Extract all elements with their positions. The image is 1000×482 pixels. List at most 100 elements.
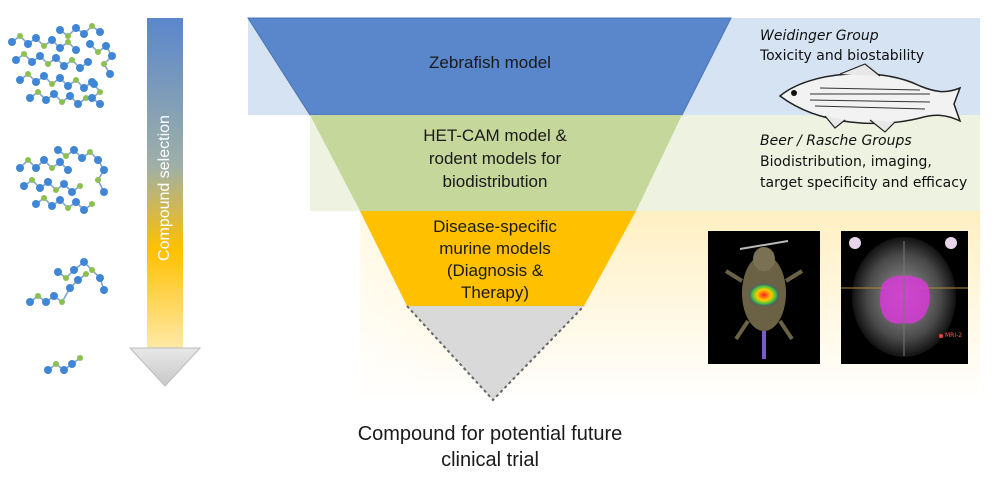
group-description: Biodistribution, imaging, <box>760 154 932 170</box>
molecule-atom <box>35 293 41 299</box>
molecule-atom <box>84 58 92 66</box>
molecule-atom <box>86 40 94 48</box>
molecule-atom <box>60 62 68 70</box>
tier-label-zebrafish: Zebrafish model <box>429 53 551 72</box>
tier-label-murine: Disease-specific murine models (Diagnosi… <box>433 217 557 302</box>
zebrafish-illustration <box>778 63 962 133</box>
molecule-atom <box>80 30 88 38</box>
compound-selection-label: Compound selection <box>156 115 173 261</box>
funnel-tip-outline <box>406 305 585 402</box>
molecule-atom <box>68 360 76 368</box>
molecule-atom <box>24 40 32 48</box>
molecule-atom <box>80 84 88 92</box>
funnel-tip <box>407 306 584 400</box>
molecule-atom <box>36 184 44 192</box>
molecule-atom <box>56 158 64 166</box>
molecule-atom <box>66 284 74 292</box>
molecule-atom <box>100 286 108 294</box>
molecule-atom <box>77 355 83 361</box>
molecule-atom <box>96 100 104 108</box>
molecule-atom <box>49 81 55 87</box>
molecule-atom <box>40 156 48 164</box>
molecule-atom <box>89 201 95 207</box>
molecule-atom <box>48 202 56 210</box>
molecule-atom <box>65 205 71 211</box>
molecule-atom <box>56 44 64 52</box>
molecule-atom <box>60 366 68 374</box>
molecule-atom <box>42 96 50 104</box>
mouse-scan-image <box>708 231 820 364</box>
molecule-atom <box>50 90 58 98</box>
molecule-atom <box>50 292 58 300</box>
mri-scan-image: MRI-2 <box>841 231 968 364</box>
molecule-atom <box>83 95 89 101</box>
molecule-atom <box>70 266 78 274</box>
molecule-atom <box>65 33 71 39</box>
molecule-atom <box>100 188 108 196</box>
group-weidinger: Weidinger Group Toxicity and biostabilit… <box>760 26 924 66</box>
molecule-atom <box>96 28 104 36</box>
molecule-atom <box>78 154 86 162</box>
group-name: Weidinger Group <box>760 28 879 44</box>
molecule-atom <box>44 366 52 374</box>
molecule-atom <box>80 206 88 214</box>
molecule-atom <box>8 38 16 46</box>
molecule-atom <box>70 146 78 154</box>
tier-label-rodent: HET-CAM model & rodent models for biodis… <box>423 126 567 191</box>
molecule-atom <box>89 267 95 273</box>
molecule-atom <box>72 24 80 32</box>
molecule-atom <box>102 42 110 50</box>
molecule-atom <box>53 187 59 193</box>
compound-selection-arrow <box>128 18 202 387</box>
molecule-atom <box>29 177 35 183</box>
molecule-atom <box>20 182 28 190</box>
molecule-atom <box>74 100 82 108</box>
molecule-atom <box>64 82 72 90</box>
molecule-clusters <box>8 23 116 374</box>
molecule-atom <box>95 177 101 183</box>
molecule-atom <box>80 258 88 266</box>
molecule-atom <box>40 72 48 80</box>
mri-annotation: MRI-2 <box>945 332 963 339</box>
molecule-atom <box>100 166 108 174</box>
molecule-atom <box>59 299 65 305</box>
molecule-atom <box>73 77 79 83</box>
group-description: Toxicity and biostability <box>760 48 925 64</box>
molecule-atom <box>66 92 74 100</box>
group-beer-rasche: Beer / Rasche Groups Biodistribution, im… <box>760 131 967 194</box>
molecule-atom <box>16 76 24 84</box>
funnel-tier-rodent <box>310 115 682 211</box>
molecule-atom <box>76 64 84 72</box>
molecule-atom <box>32 164 40 172</box>
molecule-atom <box>106 70 114 78</box>
molecule-atom <box>63 153 69 159</box>
molecule-atom <box>52 54 60 62</box>
molecule-atom <box>94 156 102 164</box>
molecule-atom <box>12 56 20 64</box>
molecule-atom <box>25 157 31 163</box>
molecule-atom <box>49 165 55 171</box>
molecule-atom <box>89 23 95 29</box>
group-description: target specificity and efficacy <box>760 175 968 191</box>
molecule-atom <box>69 57 75 63</box>
molecule-atom <box>44 178 52 186</box>
molecule-atom <box>108 52 116 60</box>
molecule-atom <box>54 268 62 276</box>
molecule-atom <box>42 298 50 306</box>
molecule-atom <box>97 89 103 95</box>
molecule-atom <box>56 26 64 34</box>
molecule-atom <box>60 180 68 188</box>
molecule-atom <box>90 80 98 88</box>
molecule-atom <box>77 183 83 189</box>
molecule-atom <box>32 78 40 86</box>
molecule-atom <box>68 188 76 196</box>
molecule-atom <box>59 99 65 105</box>
molecule-atom <box>48 36 56 44</box>
funnel-tier-murine <box>360 211 636 306</box>
molecule-atom <box>87 149 93 155</box>
molecule-atom <box>101 61 107 67</box>
molecule-atom <box>26 298 34 306</box>
molecule-atom <box>63 275 69 281</box>
molecule-atom <box>32 200 40 208</box>
molecule-atom <box>36 52 44 60</box>
